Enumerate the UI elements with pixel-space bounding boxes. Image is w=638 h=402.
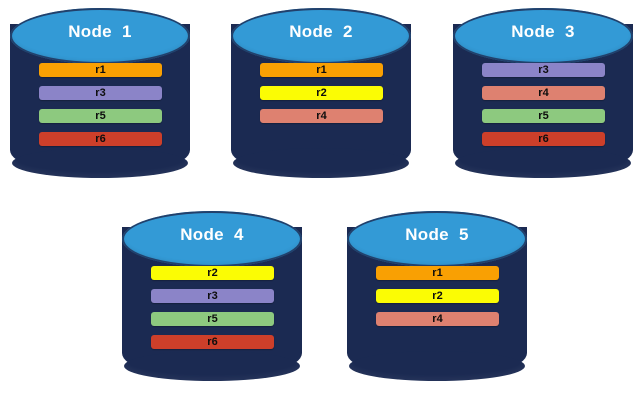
database-node-5[interactable]: Node 5 r1 r2 r4 — [347, 211, 527, 395]
cylinder-bottom-icon — [349, 351, 525, 381]
cylinder-bottom-icon — [455, 148, 631, 178]
replica-bar[interactable]: r4 — [376, 312, 499, 326]
replica-bar[interactable]: r5 — [482, 109, 605, 123]
replica-bar[interactable]: r2 — [260, 86, 383, 100]
node-title: Node 1 — [68, 22, 132, 41]
cylinder-bottom-icon — [12, 148, 188, 178]
cylinder-top-icon — [122, 211, 302, 267]
database-node-1[interactable]: Node 1 r1 r3 r5 r6 — [10, 8, 190, 192]
replica-bar[interactable]: r6 — [39, 132, 162, 146]
cylinder-top-icon — [231, 8, 411, 64]
replica-bar[interactable]: r1 — [39, 63, 162, 77]
replica-list: r1 r2 r4 — [260, 63, 383, 132]
replica-bar[interactable]: r5 — [39, 109, 162, 123]
replica-bar[interactable]: r2 — [376, 289, 499, 303]
replica-bar[interactable]: r5 — [151, 312, 274, 326]
replica-bar[interactable]: r4 — [482, 86, 605, 100]
replica-list: r3 r4 r5 r6 — [482, 63, 605, 155]
replica-bar[interactable]: r1 — [376, 266, 499, 280]
cylinder-bottom-icon — [233, 148, 409, 178]
node-title: Node 2 — [289, 22, 353, 41]
replica-bar[interactable]: r3 — [39, 86, 162, 100]
database-node-3[interactable]: Node 3 r3 r4 r5 r6 — [453, 8, 633, 192]
replica-bar[interactable]: r3 — [482, 63, 605, 77]
node-title: Node 3 — [511, 22, 575, 41]
cylinder-top-icon — [453, 8, 633, 64]
replica-bar[interactable]: r2 — [151, 266, 274, 280]
replica-bar[interactable]: r1 — [260, 63, 383, 77]
replica-bar[interactable]: r3 — [151, 289, 274, 303]
replica-bar[interactable]: r6 — [151, 335, 274, 349]
cylinder-top-icon — [347, 211, 527, 267]
database-node-2[interactable]: Node 2 r1 r2 r4 — [231, 8, 411, 192]
replica-list: r1 r3 r5 r6 — [39, 63, 162, 155]
node-title: Node 5 — [405, 225, 469, 244]
replica-list: r2 r3 r5 r6 — [151, 266, 274, 358]
replica-bar[interactable]: r6 — [482, 132, 605, 146]
node-title: Node 4 — [180, 225, 244, 244]
replica-list: r1 r2 r4 — [376, 266, 499, 335]
cylinder-bottom-icon — [124, 351, 300, 381]
database-node-4[interactable]: Node 4 r2 r3 r5 r6 — [122, 211, 302, 395]
replica-bar[interactable]: r4 — [260, 109, 383, 123]
cylinder-top-icon — [10, 8, 190, 64]
